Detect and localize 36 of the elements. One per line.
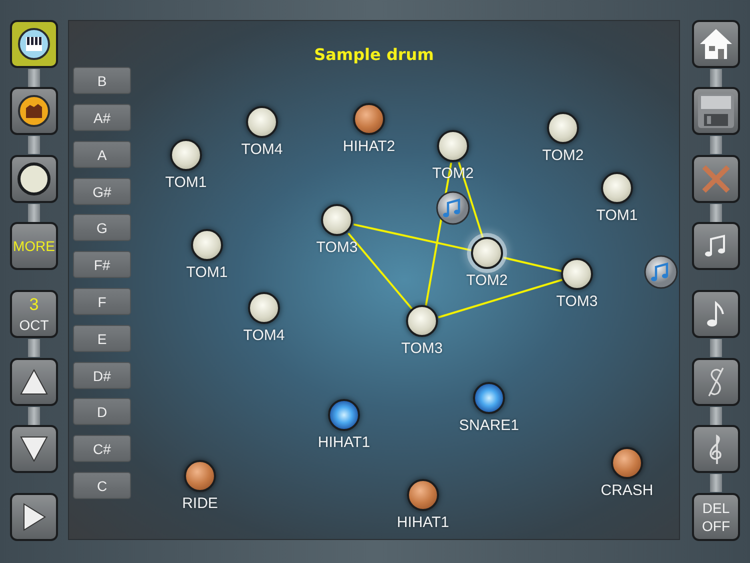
connection-line: [353, 223, 473, 252]
title: Sample drum: [314, 45, 434, 64]
connection-line: [438, 278, 563, 318]
connection-line: [503, 256, 563, 272]
note-key: C#: [73, 435, 131, 462]
pad-label: TOM4: [243, 327, 285, 344]
pad-label: RIDE: [182, 495, 218, 512]
connection-line: [348, 232, 414, 310]
note-key: A#: [73, 104, 131, 131]
pad-label: HIHAT2: [342, 138, 396, 155]
pad-label: TOM1: [165, 174, 207, 191]
octave-button: 3 OCT: [10, 290, 58, 338]
note-key: A: [73, 141, 131, 168]
note-key: D#: [73, 362, 131, 389]
more-button: MORE: [10, 222, 58, 270]
pad-label: TOM2: [466, 272, 508, 289]
note-key: F: [73, 288, 131, 315]
pad-label: TOM4: [241, 141, 283, 158]
note-key: B: [73, 67, 131, 94]
pad-label: TOM2: [542, 147, 584, 164]
pad-label: CRASH: [600, 482, 654, 499]
note-key: D: [73, 398, 131, 425]
note-key: C: [73, 472, 131, 499]
note-key: G: [73, 214, 131, 241]
note-key: F#: [73, 251, 131, 278]
pad-label: TOM3: [556, 293, 598, 310]
pad-label: TOM1: [596, 207, 638, 224]
note-key: E: [73, 325, 131, 352]
pad-label: TOM3: [316, 239, 358, 256]
pad-label: SNARE1: [458, 417, 520, 434]
pad-label: TOM3: [401, 340, 443, 357]
delete-off-button: DEL OFF: [692, 493, 740, 541]
note-key: G#: [73, 178, 131, 205]
pad-label: HIHAT1: [396, 514, 450, 531]
pad-label: HIHAT1: [318, 434, 370, 451]
pad-label: TOM1: [186, 264, 228, 281]
